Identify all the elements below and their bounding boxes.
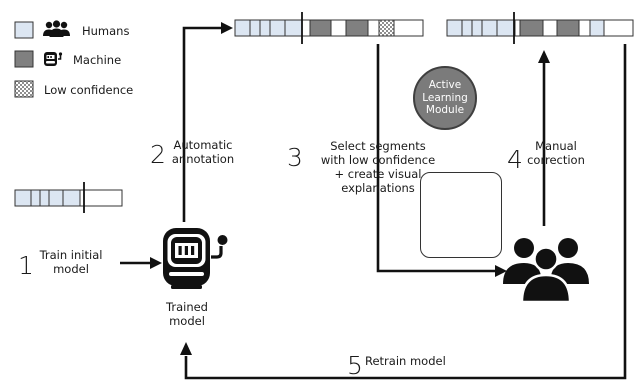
step-4-line1: Manual — [535, 139, 577, 153]
robot-icon — [163, 228, 228, 289]
legend-swatch-humans — [14, 21, 34, 39]
segment-bar-automatic — [234, 12, 424, 44]
visual-explanation-box — [420, 172, 502, 258]
step-1-number: 1 — [18, 251, 34, 280]
people-group-icon — [43, 20, 70, 37]
annotators-people-group-icon — [503, 238, 589, 304]
flow-arrows — [120, 26, 627, 380]
step-4-line2: correction — [527, 153, 585, 167]
step-2-line1: Automatic — [173, 138, 233, 152]
legend-label-humans: Humans — [82, 24, 130, 38]
step-2-number: 2 — [150, 140, 166, 169]
step-3-line4: explanations — [341, 181, 415, 195]
robot-head-icon — [44, 52, 63, 66]
trained-model-label: Trained model — [156, 300, 218, 328]
legend-label-machine: Machine — [73, 53, 122, 67]
arrow-heads — [150, 22, 550, 355]
legend-swatch-machine — [14, 50, 34, 68]
step-1-line1: Train initial — [39, 248, 103, 262]
step-1-label: Train initial model — [36, 248, 106, 276]
active-learning-line1: Active — [428, 79, 462, 92]
active-learning-line2: Learning — [422, 91, 468, 104]
step-5-number: 5 — [347, 351, 363, 380]
active-learning-module: Active Learning Module — [413, 66, 477, 130]
legend-label-low-confidence: Low confidence — [44, 83, 134, 97]
step-2-line2: annotation — [171, 152, 235, 166]
step-3-number: 3 — [287, 143, 303, 172]
active-learning-line3: Module — [425, 104, 465, 117]
step-4-label: Manual correction — [523, 139, 589, 167]
segment-bar-corrected — [446, 12, 634, 44]
step-3-line2: with low confidence — [320, 153, 436, 167]
step-3-label: Select segments with low confidence + cr… — [318, 139, 438, 195]
step-5-label: Retrain model — [365, 354, 446, 368]
trained-model-line1: Trained — [166, 300, 208, 314]
step-4-number: 4 — [507, 145, 523, 174]
trained-model-line2: model — [169, 314, 205, 328]
legend-swatch-low-confidence — [14, 80, 34, 98]
step-1-line2: model — [53, 262, 89, 276]
step-3-line1: Select segments — [330, 139, 426, 153]
step-2-label: Automatic annotation — [167, 138, 239, 166]
segment-bar-initial — [14, 182, 123, 213]
step-3-line3: + create visual — [334, 167, 422, 181]
